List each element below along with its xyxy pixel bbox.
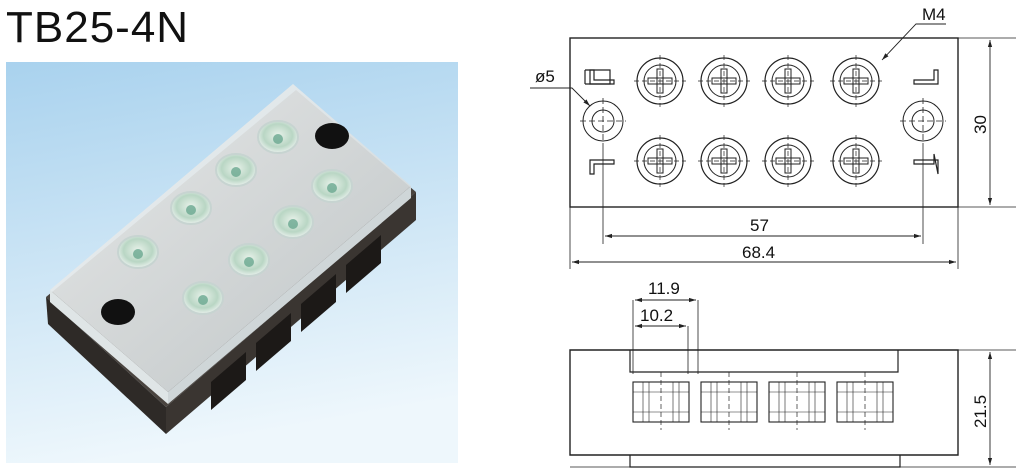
product-photo	[6, 62, 458, 463]
screw-icon	[634, 55, 686, 107]
screw-icon	[762, 135, 814, 187]
screw-icon	[830, 135, 882, 187]
side-view	[569, 297, 1016, 468]
screw-icon	[762, 55, 814, 107]
dimension-drawing: ø5 M4 30 57 68.4 11.9 10.2 21.5	[530, 5, 1016, 468]
terminal-bay	[700, 372, 758, 430]
screw-icon	[830, 55, 882, 107]
screw-heads	[634, 55, 882, 187]
terminal-bay	[632, 372, 690, 430]
screw-icon	[698, 55, 750, 107]
terminal-bay	[836, 372, 894, 430]
length-dimension-label: 68.4	[742, 243, 775, 262]
top-view	[530, 23, 1016, 269]
screw-size-label: M4	[922, 5, 946, 24]
pitch-dimension-label: 57	[750, 216, 769, 235]
width-dimension-label: 30	[971, 115, 990, 134]
hole-diameter-label: ø5	[535, 67, 555, 86]
terminal-bays	[632, 372, 894, 430]
height-dimension-label: 21.5	[971, 395, 990, 428]
screw-icon	[634, 135, 686, 187]
outer-pitch-label: 11.9	[648, 279, 680, 298]
inner-pitch-label: 10.2	[640, 306, 673, 325]
screw-icon	[698, 135, 750, 187]
product-title: TB25-4N	[6, 3, 190, 52]
terminal-bay	[768, 372, 826, 430]
